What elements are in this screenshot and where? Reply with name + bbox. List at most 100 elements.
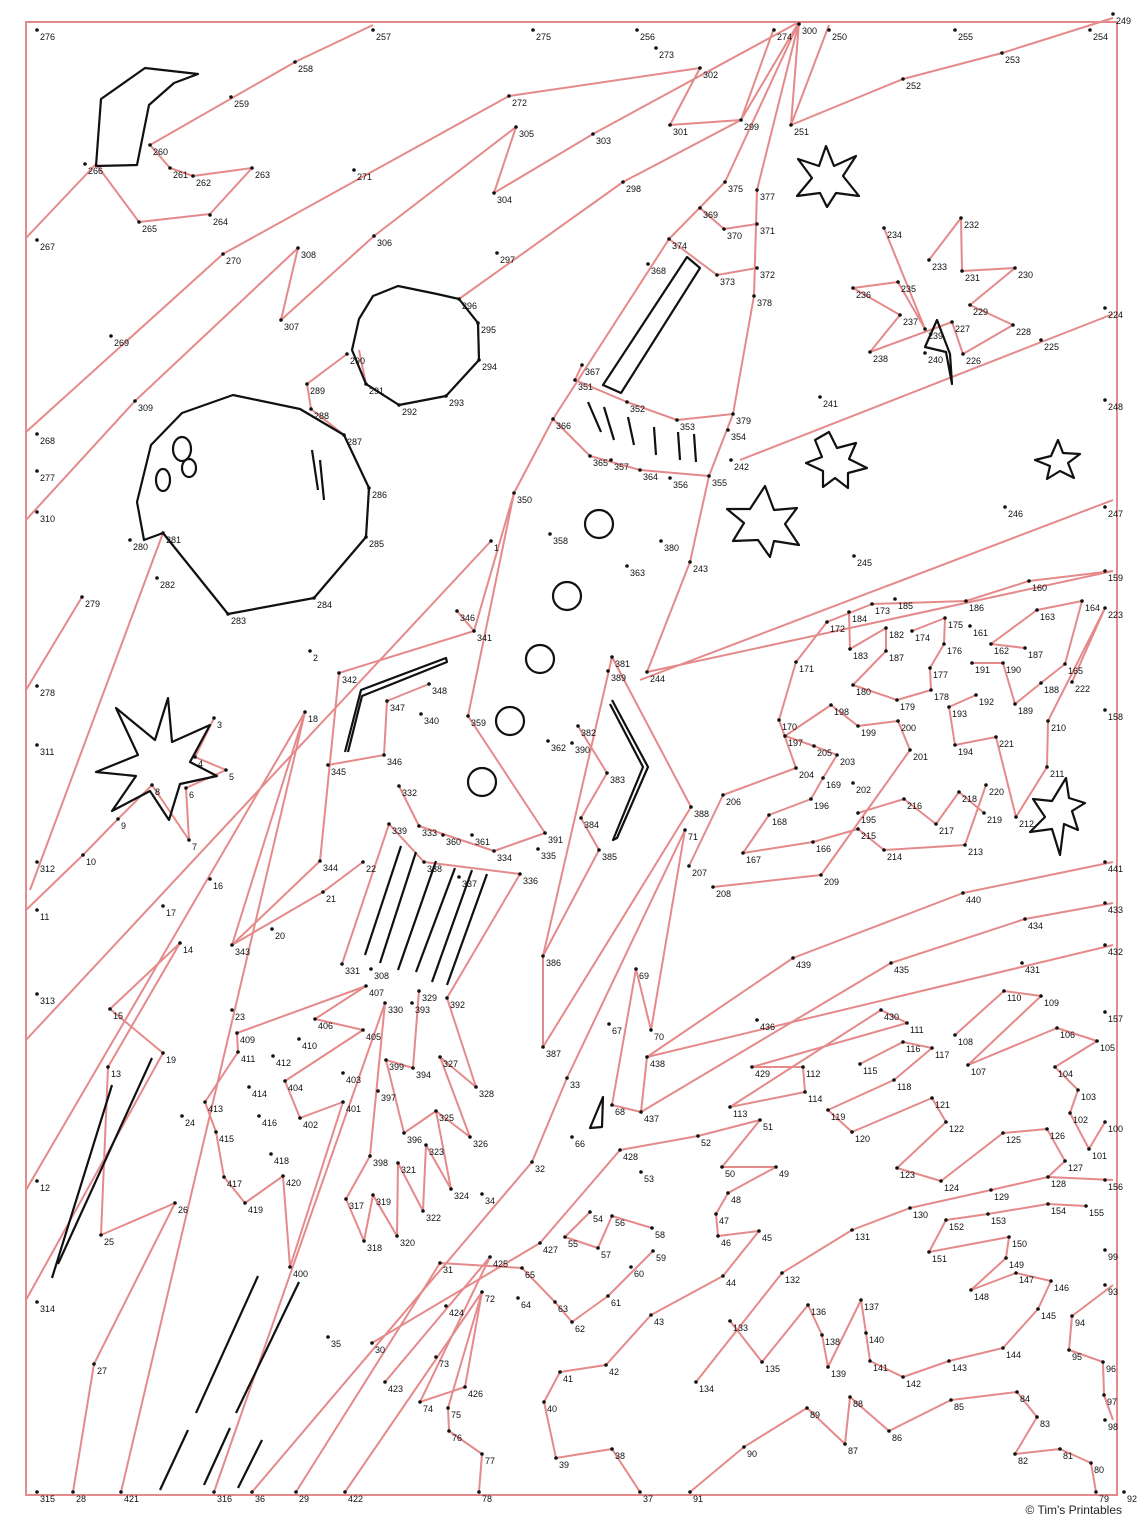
- dot-61: [606, 1294, 610, 1298]
- dot-label-214: 214: [887, 852, 902, 862]
- dot-405: [361, 1028, 365, 1032]
- dot-346: [382, 753, 386, 757]
- dot-label-356: 356: [673, 480, 688, 490]
- dot-289: [305, 382, 309, 386]
- dot-208: [711, 885, 715, 889]
- dot-label-255: 255: [958, 32, 973, 42]
- dot-label-43: 43: [654, 1317, 664, 1327]
- dot-label-403: 403: [346, 1075, 361, 1085]
- dot-266: [83, 162, 87, 166]
- dot-117: [930, 1046, 934, 1050]
- dot-label-15: 15: [113, 1011, 123, 1021]
- dot-label-39: 39: [559, 1460, 569, 1470]
- dot-265: [137, 220, 141, 224]
- dot-label-37: 37: [643, 1494, 653, 1504]
- dot-151: [927, 1250, 931, 1254]
- dot-label-310: 310: [40, 514, 55, 524]
- dot-label-66: 66: [575, 1139, 585, 1149]
- dot-label-230: 230: [1018, 270, 1033, 280]
- dot-label-364: 364: [643, 472, 658, 482]
- dot-73: [434, 1355, 438, 1359]
- dot-label-134: 134: [699, 1384, 714, 1394]
- dot-label-163: 163: [1040, 612, 1055, 622]
- dot-label-187: 187: [889, 653, 904, 663]
- dot-label-75: 75: [451, 1410, 461, 1420]
- dot-231: [960, 269, 964, 273]
- dot-label-347: 347: [390, 703, 405, 713]
- dot-86: [887, 1429, 891, 1433]
- dot-label-336: 336: [523, 876, 538, 886]
- dot-94: [1070, 1314, 1074, 1318]
- dot-432: [1103, 943, 1107, 947]
- dot-155: [1084, 1204, 1088, 1208]
- dot-label-17: 17: [166, 908, 176, 918]
- dot-label-238: 238: [873, 354, 888, 364]
- dot-label-64: 64: [521, 1300, 531, 1310]
- dot-label-302: 302: [703, 70, 718, 80]
- dot-113: [728, 1105, 732, 1109]
- dot-label-365: 365: [593, 458, 608, 468]
- black-outlines: [50, 66, 1087, 1491]
- dot-label-85: 85: [954, 1402, 964, 1412]
- dot-293: [444, 394, 448, 398]
- dot-label-308: 308: [301, 250, 316, 260]
- dot-306: [372, 234, 376, 238]
- dot-label-331: 331: [345, 966, 360, 976]
- dot-label-36: 36: [255, 1494, 265, 1504]
- dot-label-371: 371: [760, 226, 775, 236]
- dot-label-40: 40: [547, 1404, 557, 1414]
- dot-253: [1000, 51, 1004, 55]
- dot-355: [707, 474, 711, 478]
- dot-label-127: 127: [1068, 1163, 1083, 1173]
- dot-label-113: 113: [733, 1109, 747, 1119]
- dot-142: [901, 1375, 905, 1379]
- dot-254: [1088, 28, 1092, 32]
- dot-label-202: 202: [856, 785, 871, 795]
- dot-label-142: 142: [906, 1379, 921, 1389]
- dot-114: [803, 1090, 807, 1094]
- dot-label-381: 381: [615, 659, 630, 669]
- dot-230: [1013, 266, 1017, 270]
- dot-296: [457, 297, 461, 301]
- dot-label-179: 179: [900, 702, 915, 712]
- dot-label-258: 258: [298, 64, 313, 74]
- dot-98: [1103, 1418, 1107, 1422]
- dot-89: [805, 1406, 809, 1410]
- dot-396: [402, 1131, 406, 1135]
- dot-label-339: 339: [392, 826, 407, 836]
- dot-label-263: 263: [255, 170, 270, 180]
- dot-label-433: 433: [1108, 905, 1123, 915]
- dot-label-56: 56: [615, 1218, 625, 1228]
- dot-224: [1103, 306, 1107, 310]
- dot-336: [518, 872, 522, 876]
- dot-label-343: 343: [235, 947, 250, 957]
- dot-116: [901, 1040, 905, 1044]
- dot-label-182: 182: [889, 630, 904, 640]
- dot-label-119: 119: [831, 1112, 845, 1122]
- dot-313: [35, 992, 39, 996]
- dot-label-280: 280: [133, 542, 148, 552]
- dot-237: [898, 313, 902, 317]
- dot-323: [424, 1143, 428, 1147]
- dot-185: [893, 597, 897, 601]
- dot-label-436: 436: [760, 1022, 775, 1032]
- dot-311: [35, 743, 39, 747]
- star-icon: [725, 484, 801, 559]
- dot-241: [818, 395, 822, 399]
- dot-341: [472, 629, 476, 633]
- dot-label-101: 101: [1092, 1151, 1107, 1161]
- dot-301: [668, 123, 672, 127]
- dot-126: [1045, 1127, 1049, 1131]
- dot-label-104: 104: [1058, 1069, 1073, 1079]
- dot-327: [438, 1055, 442, 1059]
- dot-87: [843, 1442, 847, 1446]
- dot-label-233: 233: [932, 262, 947, 272]
- dot-217: [934, 822, 938, 826]
- dot-407: [364, 984, 368, 988]
- dot-127: [1063, 1159, 1067, 1163]
- dot-2: [308, 649, 312, 653]
- dot-label-304: 304: [497, 195, 512, 205]
- dot-368: [646, 262, 650, 266]
- dot-label-391: 391: [548, 835, 563, 845]
